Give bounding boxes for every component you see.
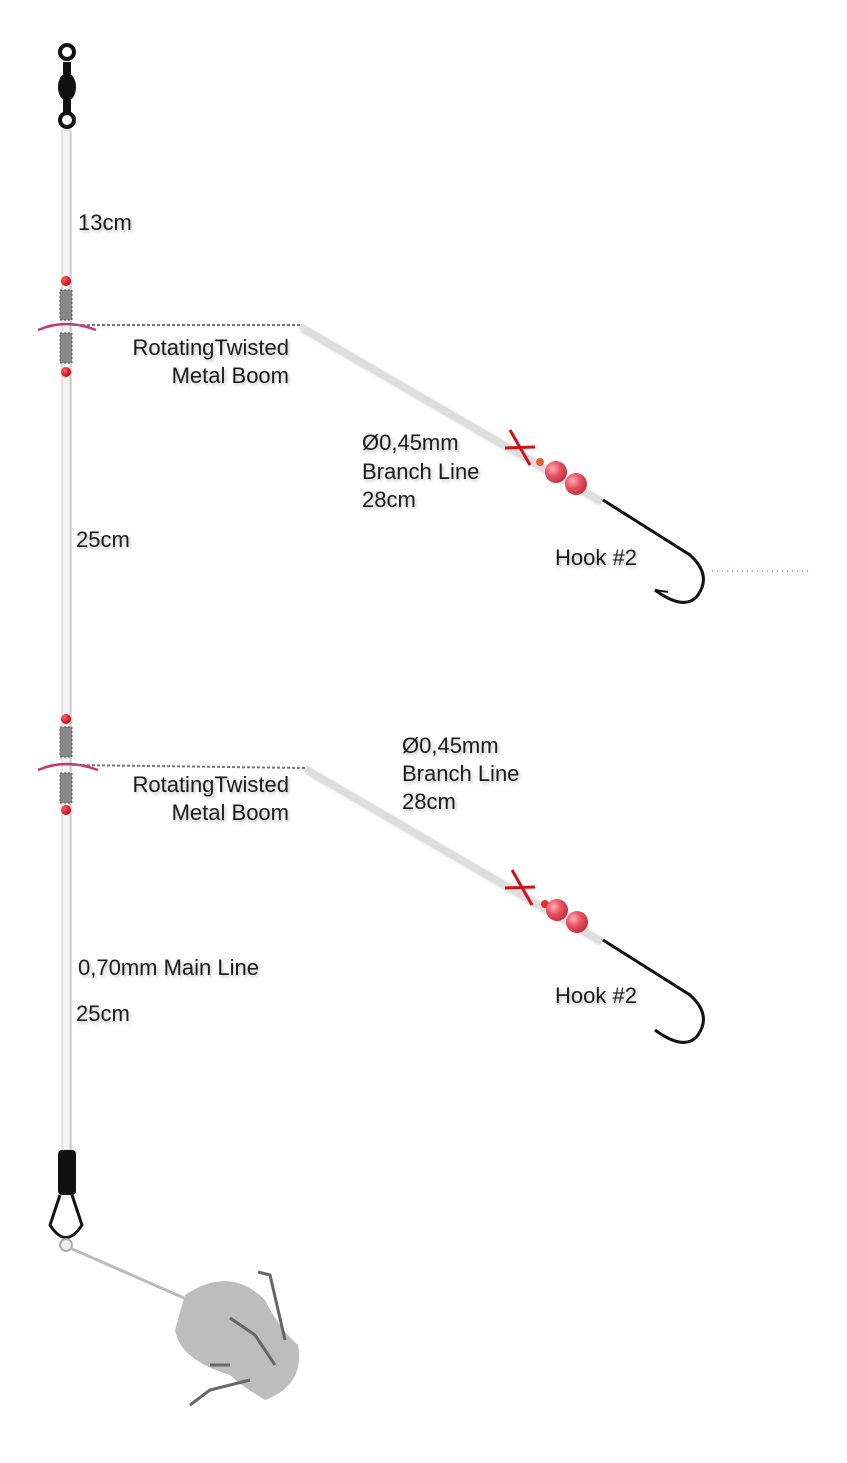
boom-1-label-line2: Metal Boom — [172, 363, 289, 388]
hook-2-label: Hook #2 — [555, 983, 637, 1008]
bead-icon — [565, 473, 587, 495]
branch-2-label: Branch Line — [402, 761, 519, 786]
stopper-bead-icon — [61, 276, 71, 286]
main-line-label: 0,70mm Main Line — [78, 955, 259, 980]
boom-1 — [37, 276, 808, 604]
rotation-arrow-icon — [37, 762, 99, 772]
bead-icon — [545, 461, 567, 483]
hook-1-label: Hook #2 — [555, 545, 637, 570]
branch-2-length: 28cm — [402, 789, 456, 814]
hook-icon — [602, 498, 705, 604]
stopper-bead-icon — [61, 367, 71, 377]
boom-2-label-line2: Metal Boom — [172, 800, 289, 825]
grapnel-sinker-icon — [69, 1246, 300, 1407]
branch-1-label: Branch Line — [362, 459, 479, 484]
hook-icon — [602, 938, 705, 1044]
mid-length-label: 25cm — [76, 527, 130, 552]
bottom-length-label: 25cm — [76, 1001, 130, 1026]
boom-1-label-line1: RotatingTwisted — [132, 335, 289, 360]
boom-2 — [37, 714, 705, 1044]
snap-swivel-icon — [48, 1150, 84, 1252]
boom-2-label-line1: RotatingTwisted — [132, 772, 289, 797]
barrel-swivel-icon — [58, 43, 76, 129]
branch-1-length: 28cm — [362, 487, 416, 512]
stopper-bead-icon — [61, 805, 71, 815]
branch-2-diameter: Ø0,45mm — [402, 733, 499, 758]
bead-icon — [566, 911, 588, 933]
rotation-arrow-icon — [37, 322, 97, 332]
bead-icon — [546, 899, 568, 921]
branch-1-diameter: Ø0,45mm — [362, 430, 459, 455]
stopper-bead-icon — [61, 714, 71, 724]
top-length-label: 13cm — [78, 210, 132, 235]
